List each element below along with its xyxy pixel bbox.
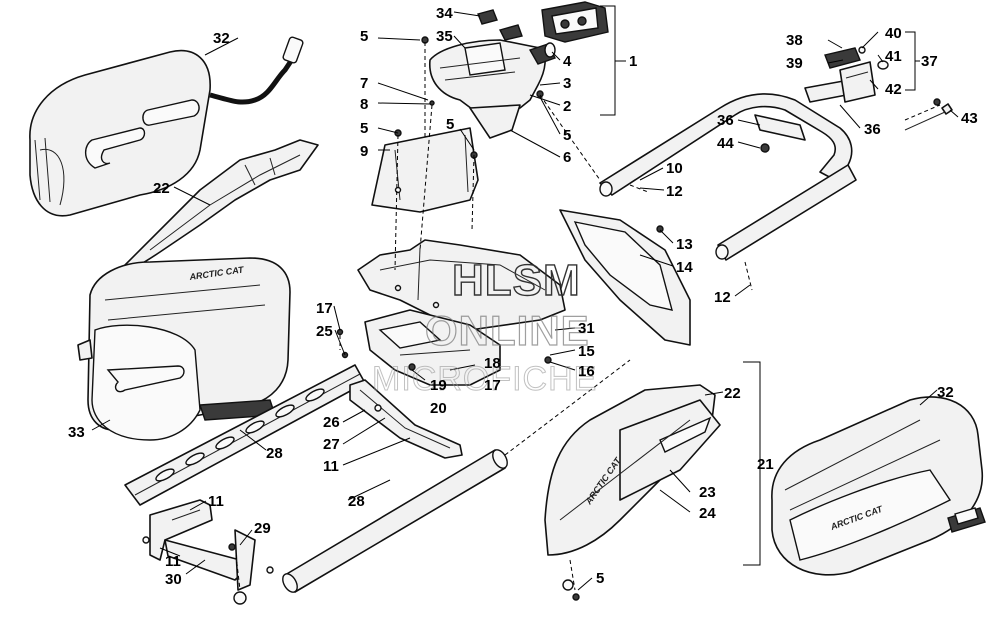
callout-9: 9 <box>360 143 368 160</box>
leader-lines <box>91 5 959 591</box>
callout-35: 35 <box>436 28 453 45</box>
assembly-dashed-lines <box>235 42 941 591</box>
callout-11-bottom: 11 <box>165 553 181 570</box>
callout-37: 37 <box>921 53 938 70</box>
callout-24: 24 <box>699 505 716 522</box>
callout-12-upper: 12 <box>666 183 683 200</box>
callout-39: 39 <box>786 55 803 72</box>
callout-38: 38 <box>786 32 803 49</box>
callout-5-mid: 5 <box>360 120 368 137</box>
callout-22-left: 22 <box>153 180 170 197</box>
callout-43: 43 <box>961 110 978 127</box>
watermark-line2: ONLINE <box>425 307 590 354</box>
callout-40: 40 <box>885 25 902 42</box>
callout-4: 4 <box>563 53 572 70</box>
callout-12-lower: 12 <box>714 289 731 306</box>
callout-21: 21 <box>757 456 774 473</box>
callout-27: 27 <box>323 436 340 453</box>
callout-28-center: 28 <box>348 493 365 510</box>
callout-44: 44 <box>717 135 734 152</box>
callout-5-bottom: 5 <box>596 570 604 587</box>
callout-6: 6 <box>563 149 571 166</box>
callout-31: 31 <box>578 320 595 337</box>
callout-1: 1 <box>629 53 637 70</box>
callout-16: 16 <box>578 363 595 380</box>
callout-20: 20 <box>430 400 447 417</box>
bracket-center-left <box>349 379 463 459</box>
callout-5-center: 5 <box>446 116 454 133</box>
callout-3: 3 <box>563 75 571 92</box>
callout-42: 42 <box>885 81 902 98</box>
callout-25: 25 <box>316 323 333 340</box>
callout-17-lower: 17 <box>484 377 501 394</box>
callout-5-right: 5 <box>563 127 571 144</box>
callout-17-upper: 17 <box>316 300 333 317</box>
callout-22-right: 22 <box>724 385 741 402</box>
callout-2: 2 <box>563 98 571 115</box>
callout-29: 29 <box>254 520 271 537</box>
watermark: HLSM ONLINE MICROFICHE <box>372 255 597 398</box>
callout-33: 33 <box>68 424 85 441</box>
callout-5-top: 5 <box>360 28 368 45</box>
bracket-lower-left <box>142 499 274 605</box>
callout-26: 26 <box>323 414 340 431</box>
grab-bar <box>599 93 857 261</box>
callout-28-left: 28 <box>266 445 283 462</box>
callout-11-center: 11 <box>323 458 339 475</box>
callout-23: 23 <box>699 484 716 501</box>
bulb-socket <box>528 42 556 65</box>
rail-lower-center <box>282 449 508 593</box>
storage-case-left: ARCTIC CAT <box>77 257 291 441</box>
callout-labels: 32 22 33 28 11 11 30 29 28 17 25 26 27 1… <box>68 5 978 588</box>
latch-assembly <box>760 46 953 153</box>
callout-36-right: 36 <box>864 121 881 138</box>
center-base-panel <box>357 239 566 331</box>
callout-13: 13 <box>676 236 693 253</box>
center-cover-upper <box>371 127 479 213</box>
callout-36-left: 36 <box>717 112 734 129</box>
callout-18: 18 <box>484 355 501 372</box>
callout-14: 14 <box>676 259 693 276</box>
taillight-lens <box>541 1 609 43</box>
watermark-line3: MICROFICHE <box>372 360 597 398</box>
callout-10: 10 <box>666 160 683 177</box>
watermark-line1: HLSM <box>452 256 581 305</box>
saddlebag-left <box>29 36 304 217</box>
saddlebag-right: ARCTIC CAT <box>771 396 986 576</box>
callout-7: 7 <box>360 75 368 92</box>
callout-11-lower: 11 <box>208 493 224 510</box>
callout-32-right: 32 <box>937 384 954 401</box>
callout-32-left: 32 <box>213 30 230 47</box>
taillight-housing <box>429 9 546 139</box>
callout-34: 34 <box>436 5 453 22</box>
callout-30: 30 <box>165 571 182 588</box>
callout-41: 41 <box>885 48 902 65</box>
callout-19: 19 <box>430 377 447 394</box>
side-panel-14 <box>559 209 691 346</box>
callout-8: 8 <box>360 96 368 113</box>
callout-15: 15 <box>578 343 595 360</box>
right-trim-assembly: ARCTIC CAT <box>544 384 721 591</box>
